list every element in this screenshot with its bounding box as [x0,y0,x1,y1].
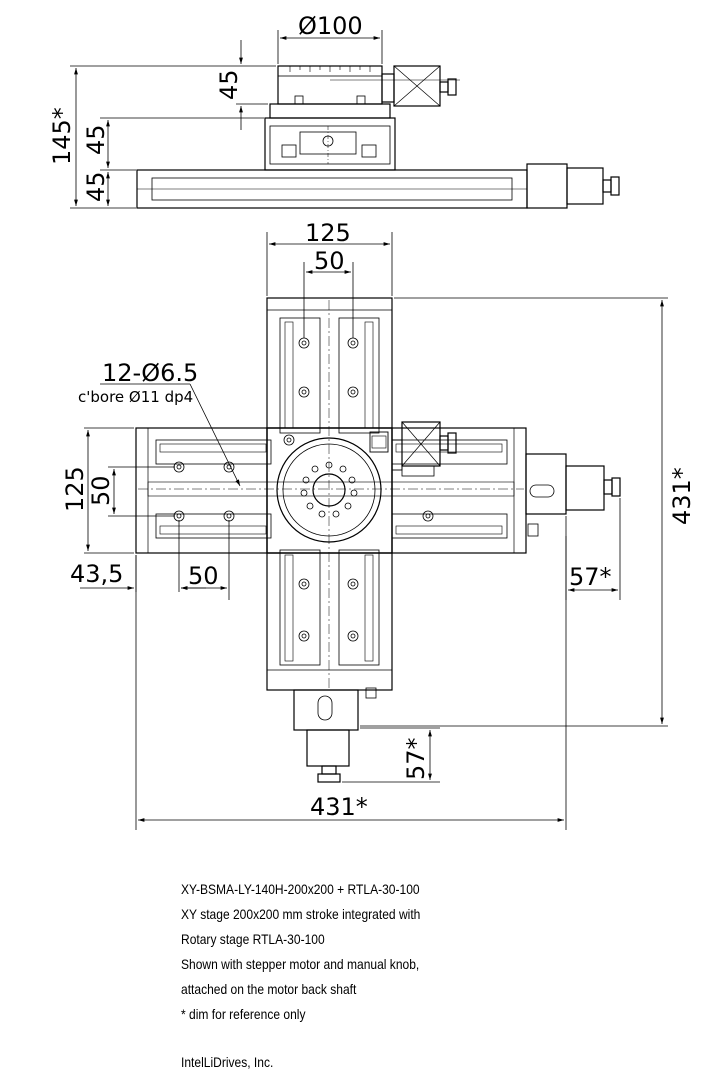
note-model: XY-BSMA-LY-140H-200x200 + RTLA-30-100 [181,881,420,897]
note-reference: * dim for reference only [181,1006,306,1022]
dim-hole-spec: 12-Ø6.5 [102,359,198,387]
dim-rotary-height: 45 [215,69,243,100]
dim-motor-extension-right: 57* [569,563,612,591]
top-view [135,297,621,783]
dim-left-offset: 43,5 [70,560,123,588]
dim-middle-height: 45 [82,124,110,155]
dim-top-hole-spacing: 50 [314,247,345,275]
side-view [136,65,620,209]
note-description-2: Rotary stage RTLA-30-100 [181,931,325,947]
mounting-holes [173,337,434,642]
dim-top-width: 125 [305,219,351,247]
dim-bottom-hole-spacing: 50 [188,562,219,590]
dim-total-height: 145* [48,107,76,165]
dim-counterbore-spec: c'bore Ø11 dp4 [78,388,193,406]
dim-overall-width: 431* [310,793,368,821]
top-view-dimensions [80,232,668,830]
company-name: IntelLiDrives, Inc. [181,1054,274,1070]
note-description-3: Shown with stepper motor and manual knob… [181,956,420,972]
note-description-4: attached on the motor back shaft [181,981,357,997]
dim-motor-extension-bottom: 57* [402,737,430,780]
technical-drawing: Ø100 145* 45 45 45 [48,12,696,830]
drawing-notes: XY-BSMA-LY-140H-200x200 + RTLA-30-100 XY… [181,877,542,1027]
side-view-dimensions [70,30,383,209]
dim-overall-height: 431* [668,467,696,525]
dim-left-hole-spacing: 50 [87,475,115,506]
dim-rotary-diameter: Ø100 [298,12,363,40]
note-description-1: XY stage 200x200 mm stroke integrated wi… [181,906,421,922]
dim-left-width: 125 [61,466,89,512]
dim-base-height: 45 [82,171,110,202]
